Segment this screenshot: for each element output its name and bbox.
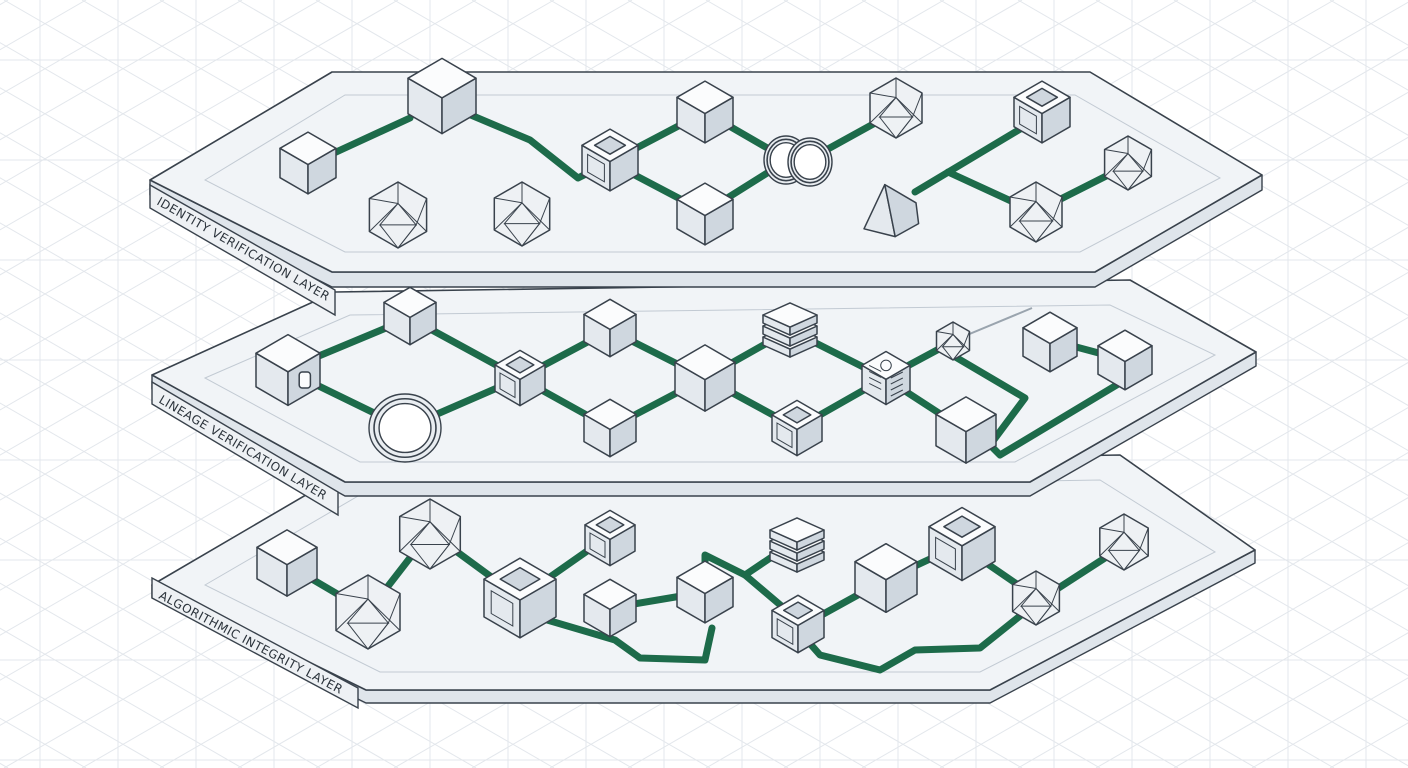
icosahedron-node: [935, 321, 971, 361]
cube-node: [383, 286, 437, 346]
nodes-lineage: [255, 286, 1153, 464]
stacked-slabs-node: [769, 517, 825, 573]
cube-node: [583, 578, 637, 638]
cube-node: [407, 57, 477, 135]
icosahedron-node: [1099, 513, 1149, 571]
icosahedron-node: [368, 181, 428, 249]
cube-node: [674, 344, 736, 412]
circuit-cube-node: [861, 350, 911, 406]
cube-node: [676, 560, 734, 624]
cube-node: [256, 529, 318, 597]
stacked-slabs-node: [762, 302, 818, 358]
cube-node: [935, 396, 997, 464]
plate-inner-rim: [203, 304, 1217, 463]
hollow-cube-node: [584, 509, 636, 567]
layer-identity-verification: IDENTITY VERIFICATION LAYER: [149, 57, 1263, 317]
hollow-cube-node: [771, 399, 823, 457]
layer-algorithmic-integrity: ALGORITHMIC INTEGRITY LAYER: [151, 454, 1256, 710]
icosahedron-node: [1009, 181, 1063, 243]
label-plate: [149, 183, 336, 317]
icosahedron-node: [1103, 135, 1153, 191]
cube-node: [854, 542, 918, 614]
nodes-algorithmic: [256, 498, 1149, 654]
icosahedron-node: [1011, 570, 1061, 626]
cube-node: [676, 80, 734, 144]
hollow-cube-node: [771, 594, 825, 654]
cube-node: [583, 398, 637, 458]
hollow-cube-node: [581, 128, 639, 192]
cube-node: [583, 298, 637, 358]
cube-node: [1097, 329, 1153, 391]
wedge-node: [863, 183, 920, 238]
icosahedron-node: [493, 181, 551, 247]
hollow-cube-node: [483, 557, 557, 639]
hollow-cube-node: [494, 349, 546, 407]
ring-node: [787, 137, 833, 187]
icosahedron-node: [398, 498, 462, 570]
hollow-cube-node: [1013, 80, 1071, 144]
icosahedron-node: [869, 77, 923, 139]
ring-node: [368, 393, 442, 463]
nodes-identity: [279, 57, 1153, 249]
label-plate: [151, 380, 339, 517]
label-plate: [151, 576, 359, 710]
cube-node: [676, 182, 734, 246]
cube-node: [279, 131, 337, 195]
icosahedron-node: [335, 574, 401, 650]
circuit-cube-node: [928, 506, 996, 582]
layer-lineage-verification: LINEAGE VERIFICATION LAYER: [151, 279, 1257, 517]
cube-node: [1022, 311, 1078, 373]
plate-inner-rim: [203, 94, 1222, 253]
port-cube-node: [255, 333, 321, 407]
